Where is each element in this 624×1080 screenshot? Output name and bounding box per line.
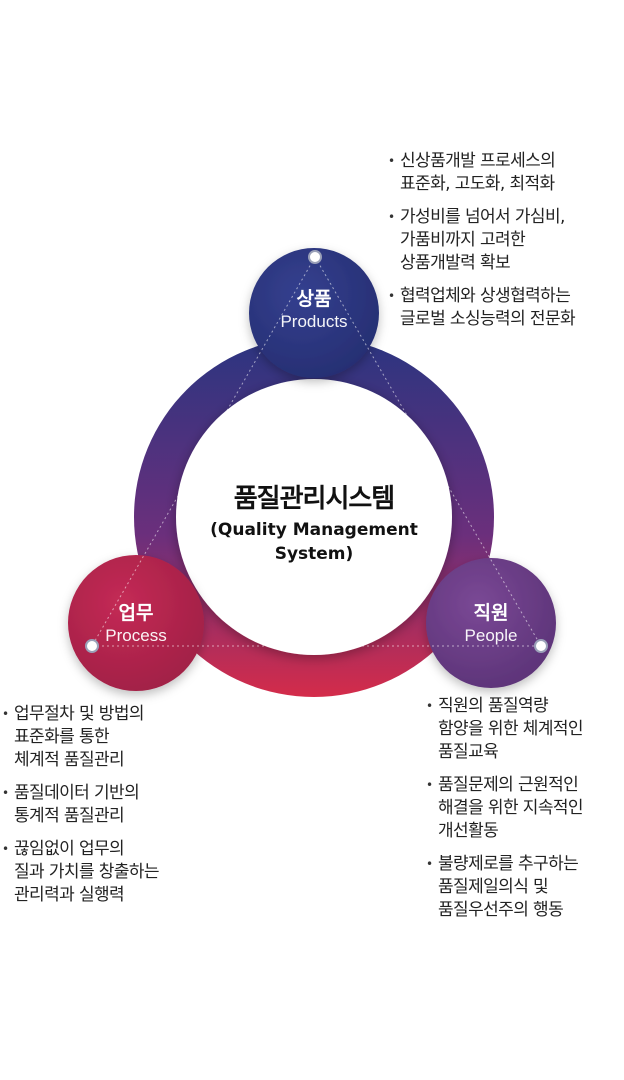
dot-people [534, 639, 548, 653]
list-item-text: 협력업체와 상생협력하는 글로벌 소싱능력의 전문화 [400, 286, 576, 329]
products-list: 신상품개발 프로세스의 표준화, 고도화, 최적화 가성비를 넘어서 가심비, … [386, 150, 622, 341]
node-products-en: Products [280, 312, 348, 331]
center-subtitle: (Quality Management System) [174, 518, 454, 566]
list-item-text: 끊임없이 업무의 질과 가치를 창출하는 관리력과 실행력 [14, 839, 160, 905]
node-label-people: 직원 People [426, 601, 556, 647]
node-people-en: People [464, 626, 518, 645]
people-list: 직원의 품질역량 함양을 위한 체계적인 품질교육 품질문제의 근원적인 해결을… [424, 695, 624, 932]
list-item-text: 직원의 품질역량 함양을 위한 체계적인 품질교육 [438, 696, 584, 762]
list-item-text: 불량제로를 추구하는 품질제일의식 및 품질우선주의 행동 [438, 854, 579, 920]
dot-products [308, 250, 322, 264]
list-item: 가성비를 넘어서 가심비, 가품비까지 고려한 상품개발력 확보 [386, 206, 622, 275]
list-item: 협력업체와 상생협력하는 글로벌 소싱능력의 전문화 [386, 285, 622, 331]
list-item: 직원의 품질역량 함양을 위한 체계적인 품질교육 [424, 695, 624, 764]
process-list: 업무절차 및 방법의 표준화를 통한 체계적 품질관리 품질데이터 기반의 통계… [0, 703, 230, 917]
list-item-text: 업무절차 및 방법의 표준화를 통한 체계적 품질관리 [14, 704, 145, 770]
node-people [426, 558, 556, 688]
node-process-ko: 업무 [118, 602, 154, 624]
list-item: 업무절차 및 방법의 표준화를 통한 체계적 품질관리 [0, 703, 230, 772]
list-item: 품질문제의 근원적인 해결을 위한 지속적인 개선활동 [424, 774, 624, 843]
ring-inner-disc [176, 379, 452, 655]
list-item: 품질데이터 기반의 통계적 품질관리 [0, 782, 230, 828]
list-item: 끊임없이 업무의 질과 가치를 창출하는 관리력과 실행력 [0, 838, 230, 907]
node-label-products: 상품 Products [249, 287, 379, 333]
node-products [249, 248, 379, 378]
list-item-text: 신상품개발 프로세스의 표준화, 고도화, 최적화 [400, 151, 556, 194]
node-process-en: Process [105, 626, 167, 645]
list-item: 불량제로를 추구하는 품질제일의식 및 품질우선주의 행동 [424, 853, 624, 922]
node-products-ko: 상품 [296, 288, 332, 310]
node-process [68, 555, 204, 691]
center-subtitle-line1: (Quality Management [210, 520, 418, 540]
center-title: 품질관리시스템 [233, 484, 395, 514]
list-item: 신상품개발 프로세스의 표준화, 고도화, 최적화 [386, 150, 622, 196]
center-subtitle-line2: System) [274, 544, 354, 564]
node-people-ko: 직원 [473, 602, 509, 624]
list-item-text: 품질문제의 근원적인 해결을 위한 지속적인 개선활동 [438, 775, 584, 841]
list-item-text: 가성비를 넘어서 가심비, 가품비까지 고려한 상품개발력 확보 [400, 207, 565, 273]
node-label-process: 업무 Process [71, 601, 201, 647]
list-item-text: 품질데이터 기반의 통계적 품질관리 [14, 783, 140, 826]
dot-process [85, 639, 99, 653]
